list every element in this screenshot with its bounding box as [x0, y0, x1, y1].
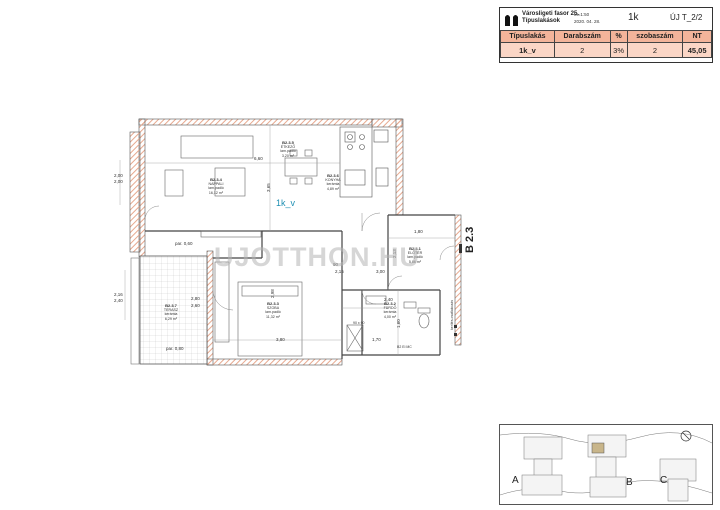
entrance-markers — [454, 244, 462, 336]
title-block: Városligeti fasor 25. Típuslakások M=1:5… — [499, 7, 713, 63]
dim-160: 1,60 — [396, 319, 401, 328]
block-label-a: A — [512, 475, 519, 486]
cell-type: 1k_v — [500, 42, 555, 58]
exterior-walls — [129, 118, 462, 366]
dim-width-living: 6,60 — [254, 156, 263, 161]
corridor-label: kerítés-csatlakozás — [450, 300, 454, 330]
dim-300: 3,00 — [376, 269, 385, 274]
interior-walls — [145, 214, 455, 359]
dim-depth-living: 3,65 — [266, 183, 271, 192]
door-swings — [144, 205, 455, 311]
kitchen-counter — [339, 126, 389, 198]
col-header: % — [609, 30, 628, 43]
watermark: UJOTTHON.HU — [214, 242, 420, 272]
unit-label: 1k_v — [276, 198, 296, 208]
parapet-lower: par. 0,80 — [166, 346, 184, 351]
dim-215: 2,15 — [335, 269, 344, 274]
cell-area: 45,05 — [682, 42, 712, 58]
highlight-unit — [591, 442, 605, 454]
block-label-c: C — [660, 475, 668, 486]
title-block-header: Városligeti fasor 25. Típuslakások M=1:5… — [500, 8, 712, 30]
dim-bath-width: 2,40 — [384, 297, 393, 302]
table-row: 1k_v 2 3% 2 45,05 — [500, 42, 712, 58]
dim-door-90: 90 — [333, 262, 339, 267]
col-header: Típuslakás — [500, 30, 555, 43]
dim-terrace-180: 2,80 — [191, 296, 200, 301]
site-plan: A B C — [499, 424, 713, 505]
dim-bedroom-depth: 2,98 — [270, 289, 275, 298]
unit-table: Típuslakás Darabszám % szobaszám NT 1k_v… — [500, 30, 712, 58]
parapet-upper: par. 0,60 — [175, 241, 193, 246]
dim-bedroom-width: 3,80 — [276, 337, 285, 342]
col-header: szobaszám — [626, 30, 684, 43]
dining-set — [284, 149, 318, 185]
scale-date: M=1:50 2020. 04. 28. — [574, 12, 601, 24]
dim-240b: 2,40 — [114, 298, 123, 303]
building-mark: B 2.3 — [464, 226, 476, 253]
dim-200: 2,00 — [114, 173, 123, 178]
shower-size: 90 x 90 — [353, 321, 365, 325]
unit-type: 1k — [628, 12, 639, 23]
sheet-number: ÚJ T_2/2 — [670, 13, 703, 22]
cell-rooms: 2 — [626, 42, 684, 58]
compass-icon — [680, 430, 692, 442]
cell-percent: 3% — [609, 42, 628, 58]
dimension-lines — [119, 125, 455, 355]
col-header: NT — [682, 30, 712, 43]
dim-terrace-260: 2,60 — [191, 303, 200, 308]
site-plan-drawing — [500, 430, 712, 502]
terrace-floor — [139, 255, 208, 365]
terrace-balustrade — [130, 257, 140, 365]
living-furniture — [164, 135, 262, 238]
block-label-b: B — [626, 477, 633, 488]
dim-200b: 2,00 — [114, 179, 123, 184]
building-logo-icon — [505, 15, 518, 26]
dim-170: 1,70 — [372, 337, 381, 342]
meter-label: B2 Ei MC — [397, 345, 412, 349]
bedroom-furniture — [214, 261, 303, 357]
dim-216: 2,16 — [114, 292, 123, 297]
dim-hall-width: 1,80 — [414, 229, 423, 234]
project-address: Városligeti fasor 25. Típuslakások — [522, 11, 580, 24]
